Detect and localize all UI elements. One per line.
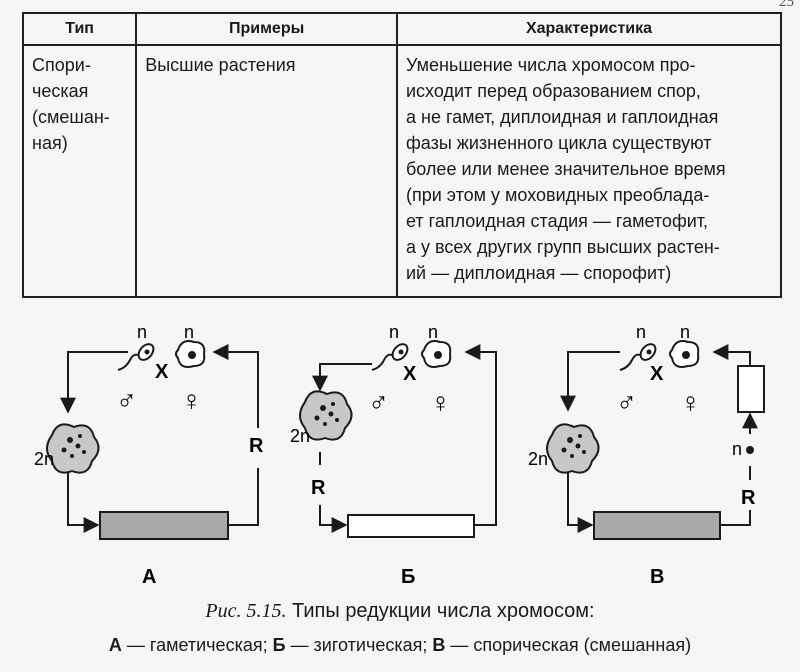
legend-text-a: — гаметическая; — [121, 635, 273, 655]
description-line: (при этом у моховидных преоблада- — [406, 185, 710, 205]
haploid-label-right: n — [428, 322, 438, 342]
cycle-arrow-top-right — [712, 344, 751, 366]
sperm-icon — [619, 343, 657, 371]
panel-letter: В — [650, 566, 664, 588]
legend-text-v: — спорическая (смешанная) — [445, 635, 692, 655]
reduction-label: R — [311, 477, 326, 499]
cycle-arrow-top-left — [560, 351, 620, 412]
reduction-label: R — [741, 487, 756, 509]
cell-type: Спори- ческая (смешан- ная) — [21, 44, 138, 298]
life-cycle-diagrams: 2n R n n X ♂ ♀ А 2n R — [34, 322, 765, 588]
description-line: а не гамет, диплоидная и гаплоидная — [406, 107, 719, 127]
header-characteristic: Характеристика — [396, 12, 782, 46]
panel-letter: Б — [401, 566, 415, 588]
egg-icon — [669, 340, 700, 368]
figure-caption: Рис. 5.15. Типы редукции числа хромосом: — [0, 600, 800, 623]
sporophyte-bar — [99, 511, 229, 540]
zygote-icon — [546, 423, 600, 474]
male-symbol: ♂ — [116, 385, 137, 416]
zygote-icon — [299, 390, 353, 441]
legend-key-b: Б — [272, 635, 286, 655]
type-line: ческая — [32, 81, 89, 101]
sperm-icon — [117, 343, 155, 371]
haploid-label-right: n — [184, 322, 194, 342]
legend-text-b: — зиготическая; — [285, 635, 433, 655]
header-type: Тип — [21, 12, 138, 46]
sperm-icon — [371, 343, 409, 371]
description-line: фазы жизненного цикла существуют — [406, 133, 712, 153]
header-examples: Примеры — [135, 12, 398, 46]
cross-symbol: X — [650, 363, 664, 385]
cycle-line-right — [474, 508, 497, 526]
haploid-label-left: n — [389, 322, 399, 342]
panel-v: n 2n R n n X ♂ ♀ В — [528, 322, 765, 588]
figure-legend: А — гаметическая; Б — зиготическая; В — … — [0, 635, 800, 656]
panel-a: 2n R n n X ♂ ♀ А — [34, 322, 264, 588]
egg-icon — [175, 340, 206, 368]
cell-examples: Высшие растения — [135, 44, 398, 298]
zygote-icon — [46, 423, 100, 474]
spore-dot — [746, 446, 754, 454]
description-line: а у всех других групп высших растен- — [406, 237, 720, 257]
cycle-line-left — [567, 470, 594, 533]
gametophyte-bar — [737, 365, 765, 413]
reduction-label: R — [249, 435, 264, 457]
description-line: Уменьшение числа хромосом про- — [406, 55, 696, 75]
haploid-label-left: n — [636, 322, 646, 342]
cycle-line-left — [67, 470, 100, 533]
figure-number: Рис. 5.15. — [205, 600, 287, 622]
table-row: Спори- ческая (смешан- ная) Высшие расте… — [21, 44, 782, 298]
haploid-label-right: n — [680, 322, 690, 342]
female-symbol: ♀ — [181, 385, 202, 416]
description-line: ет гаплоидная стадия — гаметофит, — [406, 211, 709, 231]
haploid-label-left: n — [137, 322, 147, 342]
egg-icon — [421, 340, 452, 368]
caption-text: Типы редукции числа хромосом: — [286, 600, 595, 622]
cycle-line-right — [228, 468, 259, 526]
cycle-arrow-top-right — [212, 344, 259, 428]
gametophyte-bar — [347, 514, 475, 538]
cross-symbol: X — [403, 363, 417, 385]
cycle-arrow-top-right — [464, 344, 497, 510]
table-header-row: Тип Примеры Характеристика — [21, 12, 782, 46]
male-symbol: ♂ — [616, 387, 637, 418]
panel-b: 2n R n n X ♂ ♀ Б — [290, 322, 497, 588]
type-line: (смешан- — [32, 107, 110, 127]
cycle-arrow-top-left — [312, 363, 372, 392]
zygote-label: 2n — [528, 449, 548, 469]
reduction-types-table: Тип Примеры Характеристика Спори- ческая… — [21, 12, 782, 298]
spore-label: n — [732, 439, 742, 459]
female-symbol: ♀ — [680, 387, 701, 418]
type-line: Спори- — [32, 55, 91, 75]
cross-symbol: X — [155, 361, 169, 383]
sporophyte-bar — [593, 511, 721, 540]
zygote-label: 2n — [34, 449, 54, 469]
description-line: более или менее значительное время — [406, 159, 726, 179]
page-number: 25 — [779, 0, 794, 10]
description-line: исходит перед образованием спор, — [406, 81, 701, 101]
cell-description: Уменьшение числа хромосом про- исходит п… — [396, 44, 782, 298]
cycle-line-left-lower — [319, 505, 348, 533]
legend-key-a: А — [108, 635, 122, 655]
zygote-label: 2n — [290, 426, 310, 446]
male-symbol: ♂ — [368, 387, 389, 418]
cycle-arrow-top-left — [60, 351, 128, 414]
type-line: ная) — [32, 133, 68, 153]
female-symbol: ♀ — [430, 387, 451, 418]
cycle-line-bottom-right — [720, 520, 751, 526]
panel-letter: А — [142, 566, 156, 588]
description-line: ий — диплоидная — спорофит) — [406, 263, 672, 283]
legend-key-v: В — [432, 635, 446, 655]
